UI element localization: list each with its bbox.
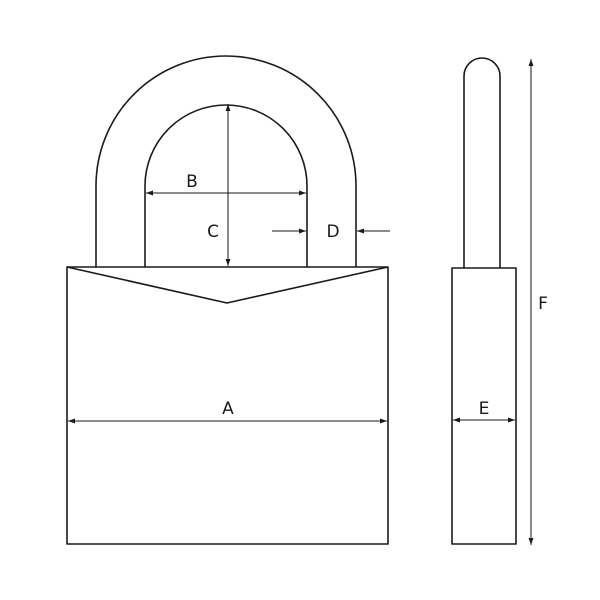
label-e: E [479,399,490,419]
side-view [451,57,517,545]
label-f: F [538,294,548,314]
front-view [66,55,389,545]
label-d: D [326,222,339,242]
label-b: B [186,172,198,192]
lock-body-front [66,266,389,545]
body-chevron-line [66,266,389,304]
shackle-side [463,57,501,268]
label-a: A [222,399,234,419]
label-c: C [207,222,219,242]
shackle-front [95,55,357,267]
lock-body-side [451,267,517,545]
